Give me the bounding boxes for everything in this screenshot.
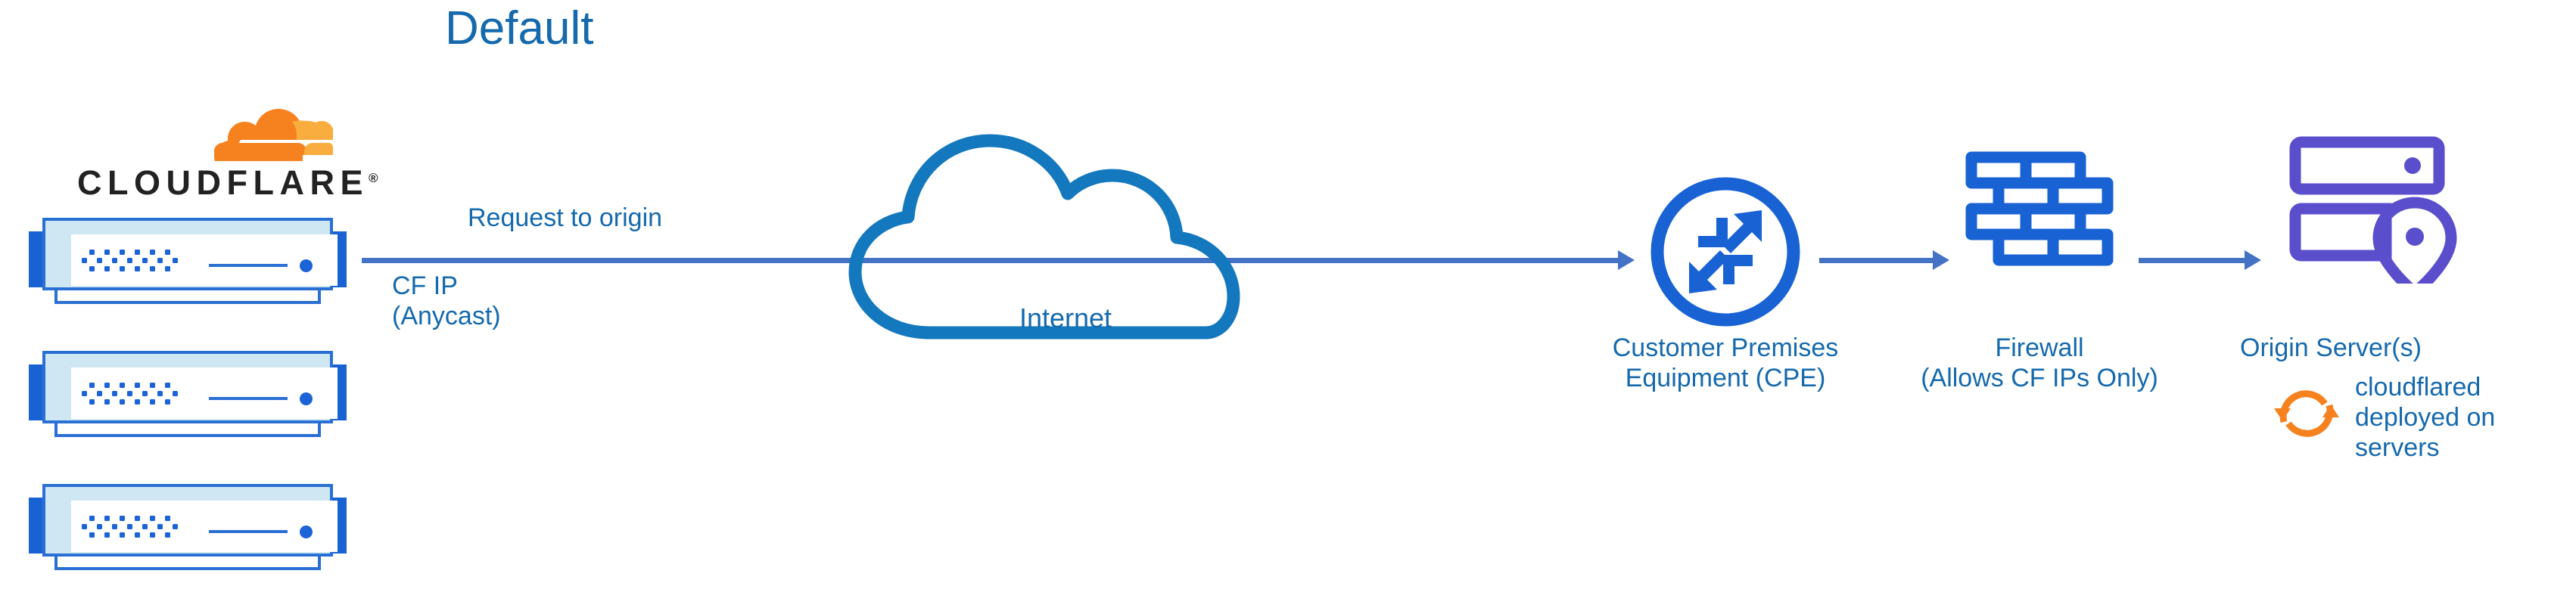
cloudflared-label-line1: cloudflared [2355, 373, 2481, 402]
cloudflare-logo: CLOUDFLARE® [38, 97, 378, 202]
connector-cloudflare-to-cpe-arrowhead [1618, 250, 1635, 270]
origin-server-label: Origin Server(s) [2240, 333, 2422, 362]
cloudflared-label: cloudflared deployed on servers [2355, 372, 2552, 463]
connector-cpe-to-firewall-arrowhead [1933, 250, 1949, 270]
server-vent-dots [82, 250, 178, 272]
cloudflare-wordmark-text: CLOUDFLARE [77, 163, 369, 202]
cloudflare-edge-server-2 [29, 348, 347, 439]
cpe-label-line1: Customer Premises [1612, 333, 1839, 362]
server-location-pin-icon [2289, 136, 2457, 284]
server-chassis [42, 351, 338, 423]
connector-cloudflare-to-cpe-line [362, 258, 1618, 263]
server-slot-line [209, 397, 288, 400]
server-status-led [300, 392, 313, 405]
circular-sync-arrows-icon [2274, 390, 2339, 437]
firewall-label: Firewall (Allows CF IPs Only) [1877, 333, 2202, 393]
server-vent-dots [82, 516, 178, 538]
connector-firewall-to-origin-line [2139, 258, 2245, 263]
server-chassis [42, 484, 338, 557]
cloudflare-wordmark: CLOUDFLARE® [77, 163, 378, 203]
cloudflare-cloud-icon [214, 109, 333, 161]
cf-ip-label: CF IP (Anycast) [392, 271, 501, 331]
server-chassis [42, 218, 338, 290]
brick-wall-icon [1965, 151, 2114, 266]
cloudflare-edge-server-1 [29, 215, 347, 305]
cloudflare-edge-server-3 [29, 481, 347, 572]
cloudflared-label-line2: deployed on [2355, 403, 2496, 433]
page-title: Default [445, 2, 594, 54]
cpe-label: Customer Premises Equipment (CPE) [1502, 333, 1949, 393]
registered-trademark-mark: ® [368, 171, 378, 185]
firewall-label-line2: (Allows CF IPs Only) [1921, 364, 2158, 393]
request-to-origin-label: Request to origin [468, 203, 663, 232]
internet-cloud-icon [848, 134, 1240, 340]
cloudflared-label-line3: servers [2355, 433, 2440, 463]
server-status-led [300, 259, 313, 272]
connector-firewall-to-origin-arrowhead [2245, 250, 2261, 270]
server-slot-line [209, 530, 288, 533]
router-four-arrows-icon [1650, 177, 1800, 327]
cf-ip-label-line2: (Anycast) [392, 302, 501, 331]
internet-label: Internet [1019, 302, 1112, 333]
firewall-label-line1: Firewall [1995, 333, 2084, 362]
cpe-label-line2: Equipment (CPE) [1625, 364, 1826, 393]
server-status-led [300, 526, 313, 538]
connector-cpe-to-firewall-line [1819, 258, 1933, 263]
cf-ip-label-line1: CF IP [392, 271, 458, 300]
server-slot-line [209, 264, 288, 267]
server-vent-dots [82, 383, 178, 405]
